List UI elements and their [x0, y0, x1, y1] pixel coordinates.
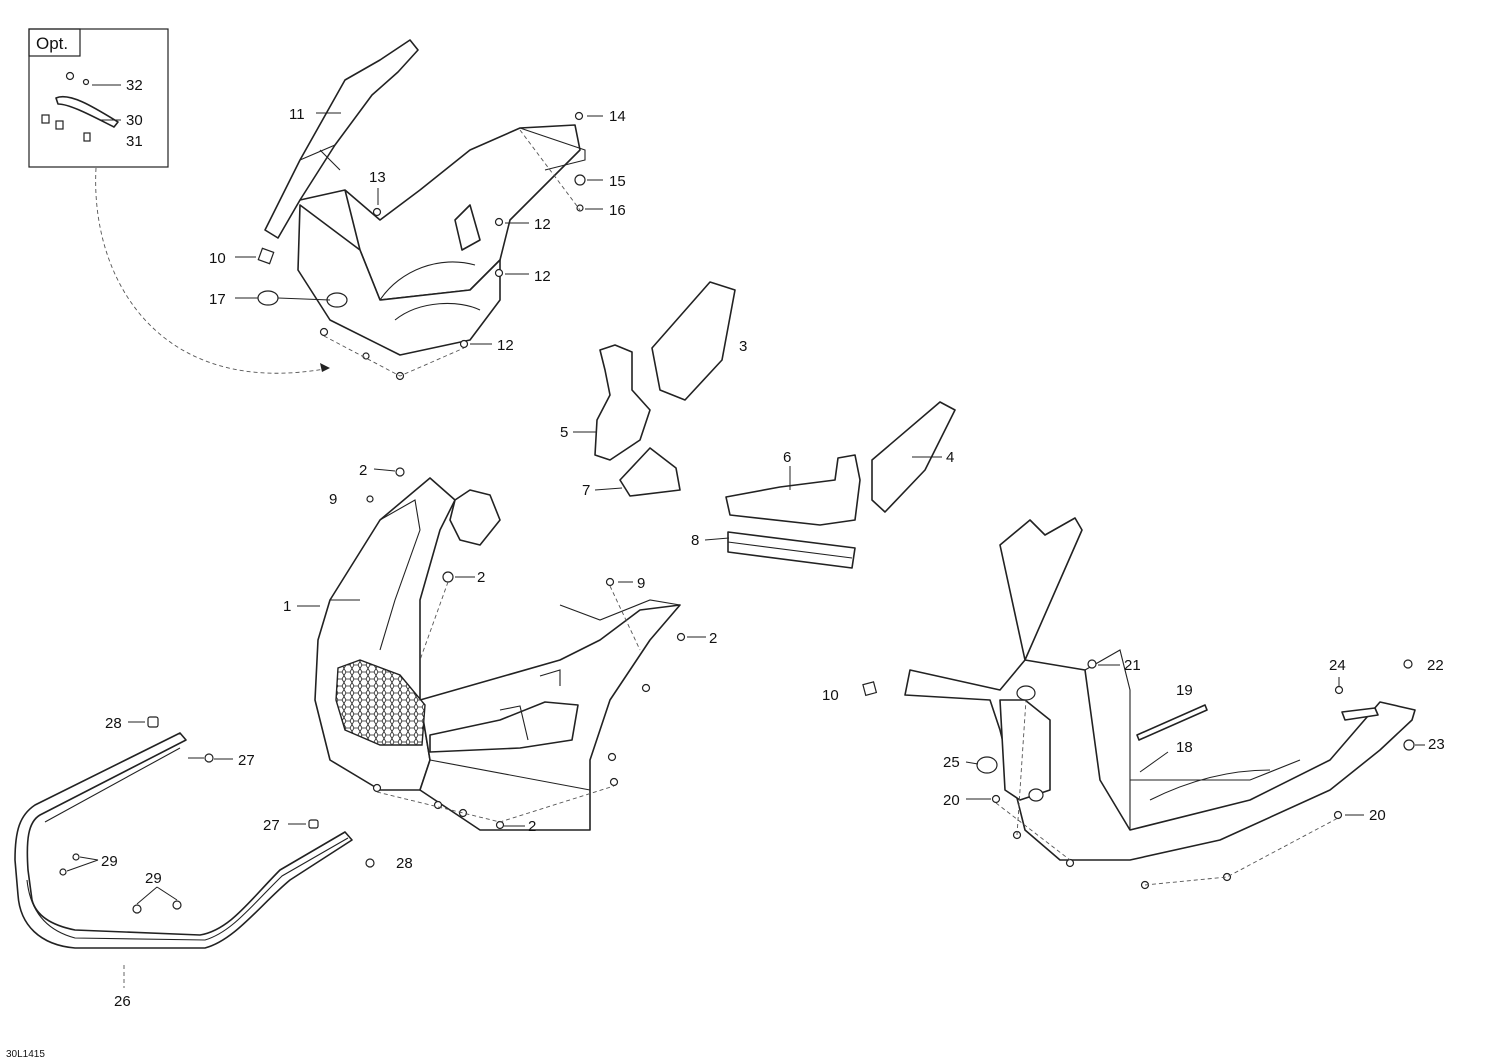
- part-7-pad: [619, 447, 681, 497]
- part-26-bumper: [14, 732, 353, 949]
- callout-2-mid: 2: [477, 569, 485, 586]
- callout-14: 14: [609, 108, 626, 125]
- front-leaders: [297, 468, 706, 827]
- callout-18: 18: [1176, 739, 1193, 756]
- callout-19: 19: [1176, 682, 1193, 699]
- callout-2-right: 2: [709, 630, 717, 647]
- option-reference-arrow: [320, 363, 330, 372]
- callout-6: 6: [783, 449, 791, 466]
- optional-nut-left: [41, 114, 50, 124]
- front-nose-assembly: [314, 477, 681, 831]
- optional-clip: [65, 71, 75, 81]
- callout-5: 5: [560, 424, 568, 441]
- callout-28-left: 28: [105, 715, 122, 732]
- callout-2-top: 2: [359, 462, 367, 479]
- callout-24: 24: [1329, 657, 1346, 674]
- option-label: Opt.: [36, 34, 68, 53]
- callout-9-left: 9: [329, 491, 337, 508]
- part-11-panel: [264, 39, 419, 239]
- bellypan-leaders: [965, 664, 1425, 886]
- callout-32: 32: [126, 77, 143, 94]
- bumper-leaders: [66, 721, 306, 988]
- callout-17: 17: [209, 291, 226, 308]
- callout-1: 1: [283, 598, 291, 615]
- optional-bracket: [55, 95, 119, 128]
- upper-body-tab: [454, 204, 481, 251]
- callout-25: 25: [943, 754, 960, 771]
- callout-22: 22: [1427, 657, 1444, 674]
- callout-10-lower: 10: [822, 687, 839, 704]
- part-3-pad: [651, 281, 736, 401]
- part-1-grille: [335, 659, 426, 746]
- bumper-assembly: [14, 716, 375, 949]
- part-1-lower-vent: [429, 701, 579, 753]
- pads-group: [594, 281, 956, 569]
- callout-4: 4: [946, 449, 954, 466]
- callout-27-right: 27: [238, 752, 255, 769]
- callout-3: 3: [739, 338, 747, 355]
- callout-26: 26: [114, 993, 131, 1010]
- callout-21: 21: [1124, 657, 1141, 674]
- upper-leaders: [235, 112, 603, 377]
- upper-body-assembly: [264, 39, 586, 356]
- callout-30: 30: [126, 112, 143, 129]
- callout-11: 11: [289, 106, 305, 123]
- upper-body-lower: [297, 204, 501, 356]
- part-5-pad: [594, 344, 651, 461]
- callout-13: 13: [369, 169, 386, 186]
- callout-12-lower: 12: [497, 337, 514, 354]
- callout-9-right: 9: [637, 575, 645, 592]
- callout-15: 15: [609, 173, 626, 190]
- pads-leaders: [573, 431, 942, 541]
- part-19-strip: [1136, 704, 1208, 741]
- part-1-headlight-mount: [449, 489, 501, 546]
- bellypan-tab: [1341, 707, 1379, 721]
- callout-28-right: 28: [396, 855, 413, 872]
- callout-16: 16: [609, 202, 626, 219]
- bellypan-assembly: [904, 517, 1416, 861]
- drawing-code: 30L1415: [6, 1049, 45, 1060]
- callout-12-upper: 12: [534, 216, 551, 233]
- optional-rivet: [83, 132, 91, 142]
- callout-29-left: 29: [101, 853, 118, 870]
- option-reference-line: [95, 167, 331, 374]
- callout-12-middle: 12: [534, 268, 551, 285]
- callout-20-right: 20: [1369, 807, 1386, 824]
- callout-8: 8: [691, 532, 699, 549]
- callout-27-mid: 27: [263, 817, 280, 834]
- optional-screw: [82, 78, 90, 86]
- callout-10-upper: 10: [209, 250, 226, 267]
- option-box: Opt. 32 30 31: [28, 28, 169, 168]
- callout-20-left: 20: [943, 792, 960, 809]
- callout-31: 31: [126, 133, 143, 150]
- callout-29-lower: 29: [145, 870, 162, 887]
- callout-2-bottom: 2: [528, 818, 536, 835]
- optional-nut-mid: [55, 120, 64, 130]
- part-6-pad: [725, 454, 861, 526]
- bellypan-hardware: [862, 659, 1415, 890]
- callout-7: 7: [582, 482, 590, 499]
- callout-23: 23: [1428, 736, 1445, 753]
- front-hardware: [366, 467, 686, 830]
